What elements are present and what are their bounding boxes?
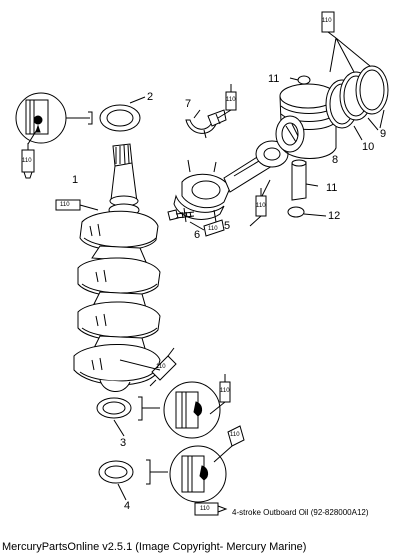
- callout-9: 9: [380, 128, 387, 140]
- callout-8: 8: [332, 154, 339, 166]
- tube-label-legend: 110: [200, 506, 210, 512]
- lubricant-tube-crank: [55, 199, 99, 211]
- tube-label-rings: 110: [322, 18, 332, 24]
- callout-5: 5: [224, 220, 231, 232]
- rod-bearing: [185, 109, 227, 139]
- tube-label-bolt: 110: [208, 226, 218, 232]
- callout-4: 4: [124, 500, 131, 512]
- piston-rings: [325, 37, 389, 141]
- callout-2: 2: [147, 91, 154, 103]
- rod-bolt: [167, 209, 195, 221]
- callout-12: 12: [328, 210, 341, 222]
- lubricant-tubes-lower: [119, 347, 245, 463]
- tube-label-rod: 110: [256, 203, 266, 209]
- upper-seal-group: [15, 92, 146, 144]
- piston-pin-parts: [287, 75, 327, 218]
- lubricant-legend: 4-stroke Outboard Oil (92-828000A12): [232, 508, 369, 517]
- lubricant-tube-bolt: [189, 219, 225, 237]
- callout-7: 7: [185, 98, 192, 110]
- tube-label-7: 110: [226, 97, 236, 103]
- callout-1: 1: [72, 174, 79, 186]
- callout-11-pin: 11: [326, 182, 338, 194]
- tube-label-seal2: 110: [22, 158, 32, 164]
- tube-label-crank: 110: [60, 202, 70, 208]
- lower-seal-3: [96, 381, 221, 439]
- tube-label-lower1: 110: [156, 364, 166, 370]
- callout-3: 3: [120, 437, 127, 449]
- callout-11-retainer: 11: [268, 73, 280, 85]
- callout-6: 6: [194, 229, 201, 241]
- legend-tube: [194, 502, 228, 516]
- lubricant-tube-rings: [321, 11, 337, 39]
- lubricant-tube-7: [217, 84, 237, 119]
- crankshaft: [73, 143, 161, 392]
- lower-seal-4: [98, 445, 227, 503]
- connecting-rod: [173, 140, 289, 223]
- lubricant-tube: [21, 127, 39, 179]
- tube-label-lower3: 110: [230, 432, 240, 438]
- copyright-footer: MercuryPartsOnline v2.5.1 (Image Copyrig…: [2, 541, 307, 553]
- lubricant-tube-rod: [249, 179, 271, 227]
- tube-label-lower2: 110: [220, 388, 230, 394]
- callout-10: 10: [362, 141, 375, 153]
